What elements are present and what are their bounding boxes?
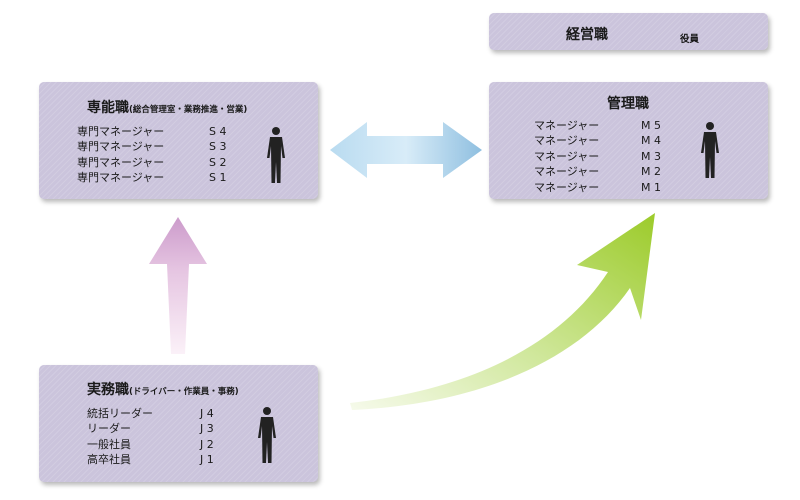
grade-code: J 4 [200, 407, 214, 420]
management-title: 管理職 [607, 93, 649, 113]
management-row: マネージャー M 3 [534, 149, 674, 164]
practical-row: 一般社員 J 2 [87, 437, 247, 452]
grade-label: 専門マネージャー [77, 140, 165, 154]
specialist-sub-text: (総合管理室・業務推進・営業) [129, 105, 248, 115]
up-arrow [149, 217, 207, 354]
grade-code: M 4 [641, 134, 661, 148]
grade-code: S 2 [209, 155, 227, 169]
grade-label: 専門マネージャー [77, 155, 165, 169]
grade-label: マネージャー [534, 180, 600, 194]
grade-label: マネージャー [534, 165, 600, 179]
specialist-row: 専門マネージャー S 1 [77, 170, 237, 185]
practical-title-text: 実務職 [87, 382, 129, 398]
management-box: 管理職 マネージャー M 5 マネージャー M 4 マネージャー M 3 マネージャー… [489, 82, 768, 199]
grade-code: S 4 [209, 125, 227, 138]
management-title-text: 管理職 [607, 96, 649, 112]
grade-label: 統括リーダー [87, 407, 153, 420]
grade-label: 専門マネージャー [77, 171, 165, 185]
practical-rows: 統括リーダー J 4 リーダー J 3 一般社員 J 2 高卒社員 J 1 [87, 406, 247, 468]
double-arrow [330, 122, 482, 178]
grade-label: マネージャー [534, 134, 600, 148]
specialist-box: 専能職(総合管理室・業務推進・営業) 専門マネージャー S 4 専門マネージャー S… [39, 82, 318, 199]
management-row: マネージャー M 4 [534, 133, 674, 148]
grade-code: M 5 [641, 119, 661, 132]
specialist-rows: 専門マネージャー S 4 専門マネージャー S 3 専門マネージャー S 2 専門マネ… [77, 124, 237, 186]
practical-row: 統括リーダー J 4 [87, 406, 247, 421]
specialist-row: 専門マネージャー S 2 [77, 155, 237, 170]
executive-sub-text: 役員 [680, 34, 700, 45]
grade-label: リーダー [87, 422, 131, 436]
grade-code: S 3 [209, 140, 227, 154]
management-row: マネージャー M 2 [534, 164, 674, 179]
curve-arrow [350, 213, 655, 410]
practical-row: リーダー J 3 [87, 421, 247, 436]
practical-row: 高卒社員 J 1 [87, 452, 247, 467]
executive-box: 経営職 役員 [489, 13, 768, 50]
grade-code: J 1 [200, 453, 214, 467]
grade-code: M 3 [641, 149, 661, 163]
specialist-title-text: 専能職 [87, 100, 129, 116]
specialist-title: 専能職(総合管理室・業務推進・営業) [87, 97, 247, 117]
executive-title: 経営職 [566, 24, 608, 44]
practical-box: 実務職(ドライバー・作業員・事務) 統括リーダー J 4 リーダー J 3 一般社員… [39, 365, 318, 482]
practical-sub-text: (ドライバー・作業員・事務) [129, 387, 239, 397]
grade-code: J 3 [200, 422, 214, 436]
grade-label: マネージャー [534, 119, 600, 132]
grade-code: J 2 [200, 437, 214, 451]
person-silhouette-icon [267, 127, 285, 183]
person-silhouette-icon [701, 122, 719, 178]
practical-title: 実務職(ドライバー・作業員・事務) [87, 379, 239, 399]
person-silhouette-icon [258, 407, 276, 463]
grade-code: S 1 [209, 171, 227, 185]
grade-label: 専門マネージャー [77, 125, 165, 138]
grade-code: M 1 [641, 180, 661, 194]
specialist-row: 専門マネージャー S 4 [77, 124, 237, 139]
management-row: マネージャー M 5 [534, 118, 674, 133]
grade-label: マネージャー [534, 149, 600, 163]
management-row: マネージャー M 1 [534, 180, 674, 195]
grade-label: 一般社員 [87, 437, 131, 451]
specialist-row: 専門マネージャー S 3 [77, 139, 237, 154]
executive-sub: 役員 [680, 27, 699, 46]
grade-label: 高卒社員 [87, 453, 131, 467]
grade-code: M 2 [641, 165, 661, 179]
executive-title-text: 経営職 [566, 27, 608, 43]
